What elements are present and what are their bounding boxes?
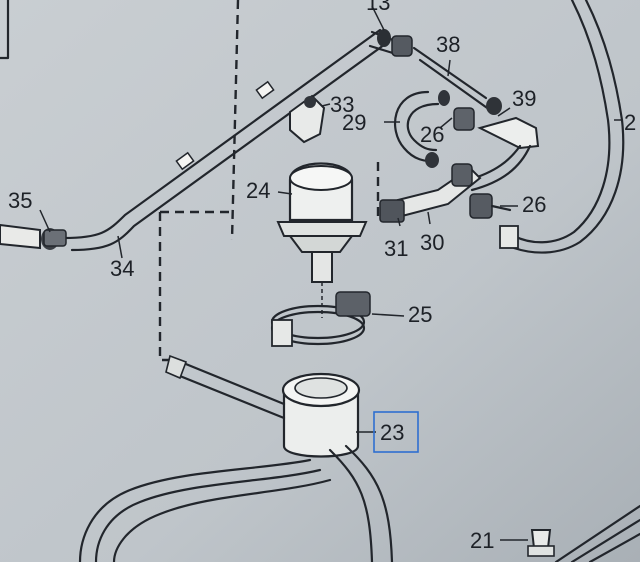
callout-23: 23 — [380, 420, 404, 445]
housing-23 — [165, 354, 361, 458]
callout-31: 31 — [384, 236, 408, 261]
callout-26-lower: 26 — [522, 192, 546, 217]
clamp-25 — [270, 291, 371, 347]
callout-25: 25 — [408, 302, 432, 327]
hose-35 — [0, 223, 67, 250]
leader-lines — [39, 5, 622, 541]
callout-38: 38 — [436, 32, 460, 57]
hose-29 — [394, 90, 475, 168]
callout-13: 13 — [366, 0, 390, 15]
highlight-box-23 — [373, 411, 419, 453]
callout-30: 30 — [420, 230, 444, 255]
frame-corner — [0, 0, 10, 60]
callout-24: 24 — [246, 178, 270, 203]
clamp-26-lower — [469, 193, 512, 219]
lower-hoses — [78, 444, 394, 562]
tee-39 — [466, 116, 540, 192]
clip-33 — [289, 94, 326, 144]
callout-29: 29 — [342, 110, 366, 135]
pipe-38 — [412, 46, 502, 115]
callout-labels: 13 38 33 39 29 26 2 24 35 26 31 30 34 25… — [8, 0, 636, 553]
callout-39: 39 — [512, 86, 536, 111]
dashed-guide-1 — [230, 0, 240, 241]
callout-21: 21 — [470, 528, 494, 553]
callout-33: 33 — [330, 92, 354, 117]
callout-34: 34 — [110, 256, 134, 281]
hose-13 — [368, 29, 413, 57]
connector-30-31 — [379, 163, 482, 223]
fastener-21 — [527, 504, 640, 562]
hose-2 — [499, 0, 625, 254]
callout-2: 2 — [624, 110, 636, 135]
callout-35: 35 — [8, 188, 32, 213]
pressure-regulator-24 — [276, 162, 368, 318]
callout-26-upper: 26 — [420, 122, 444, 147]
hose-34 — [62, 28, 390, 252]
